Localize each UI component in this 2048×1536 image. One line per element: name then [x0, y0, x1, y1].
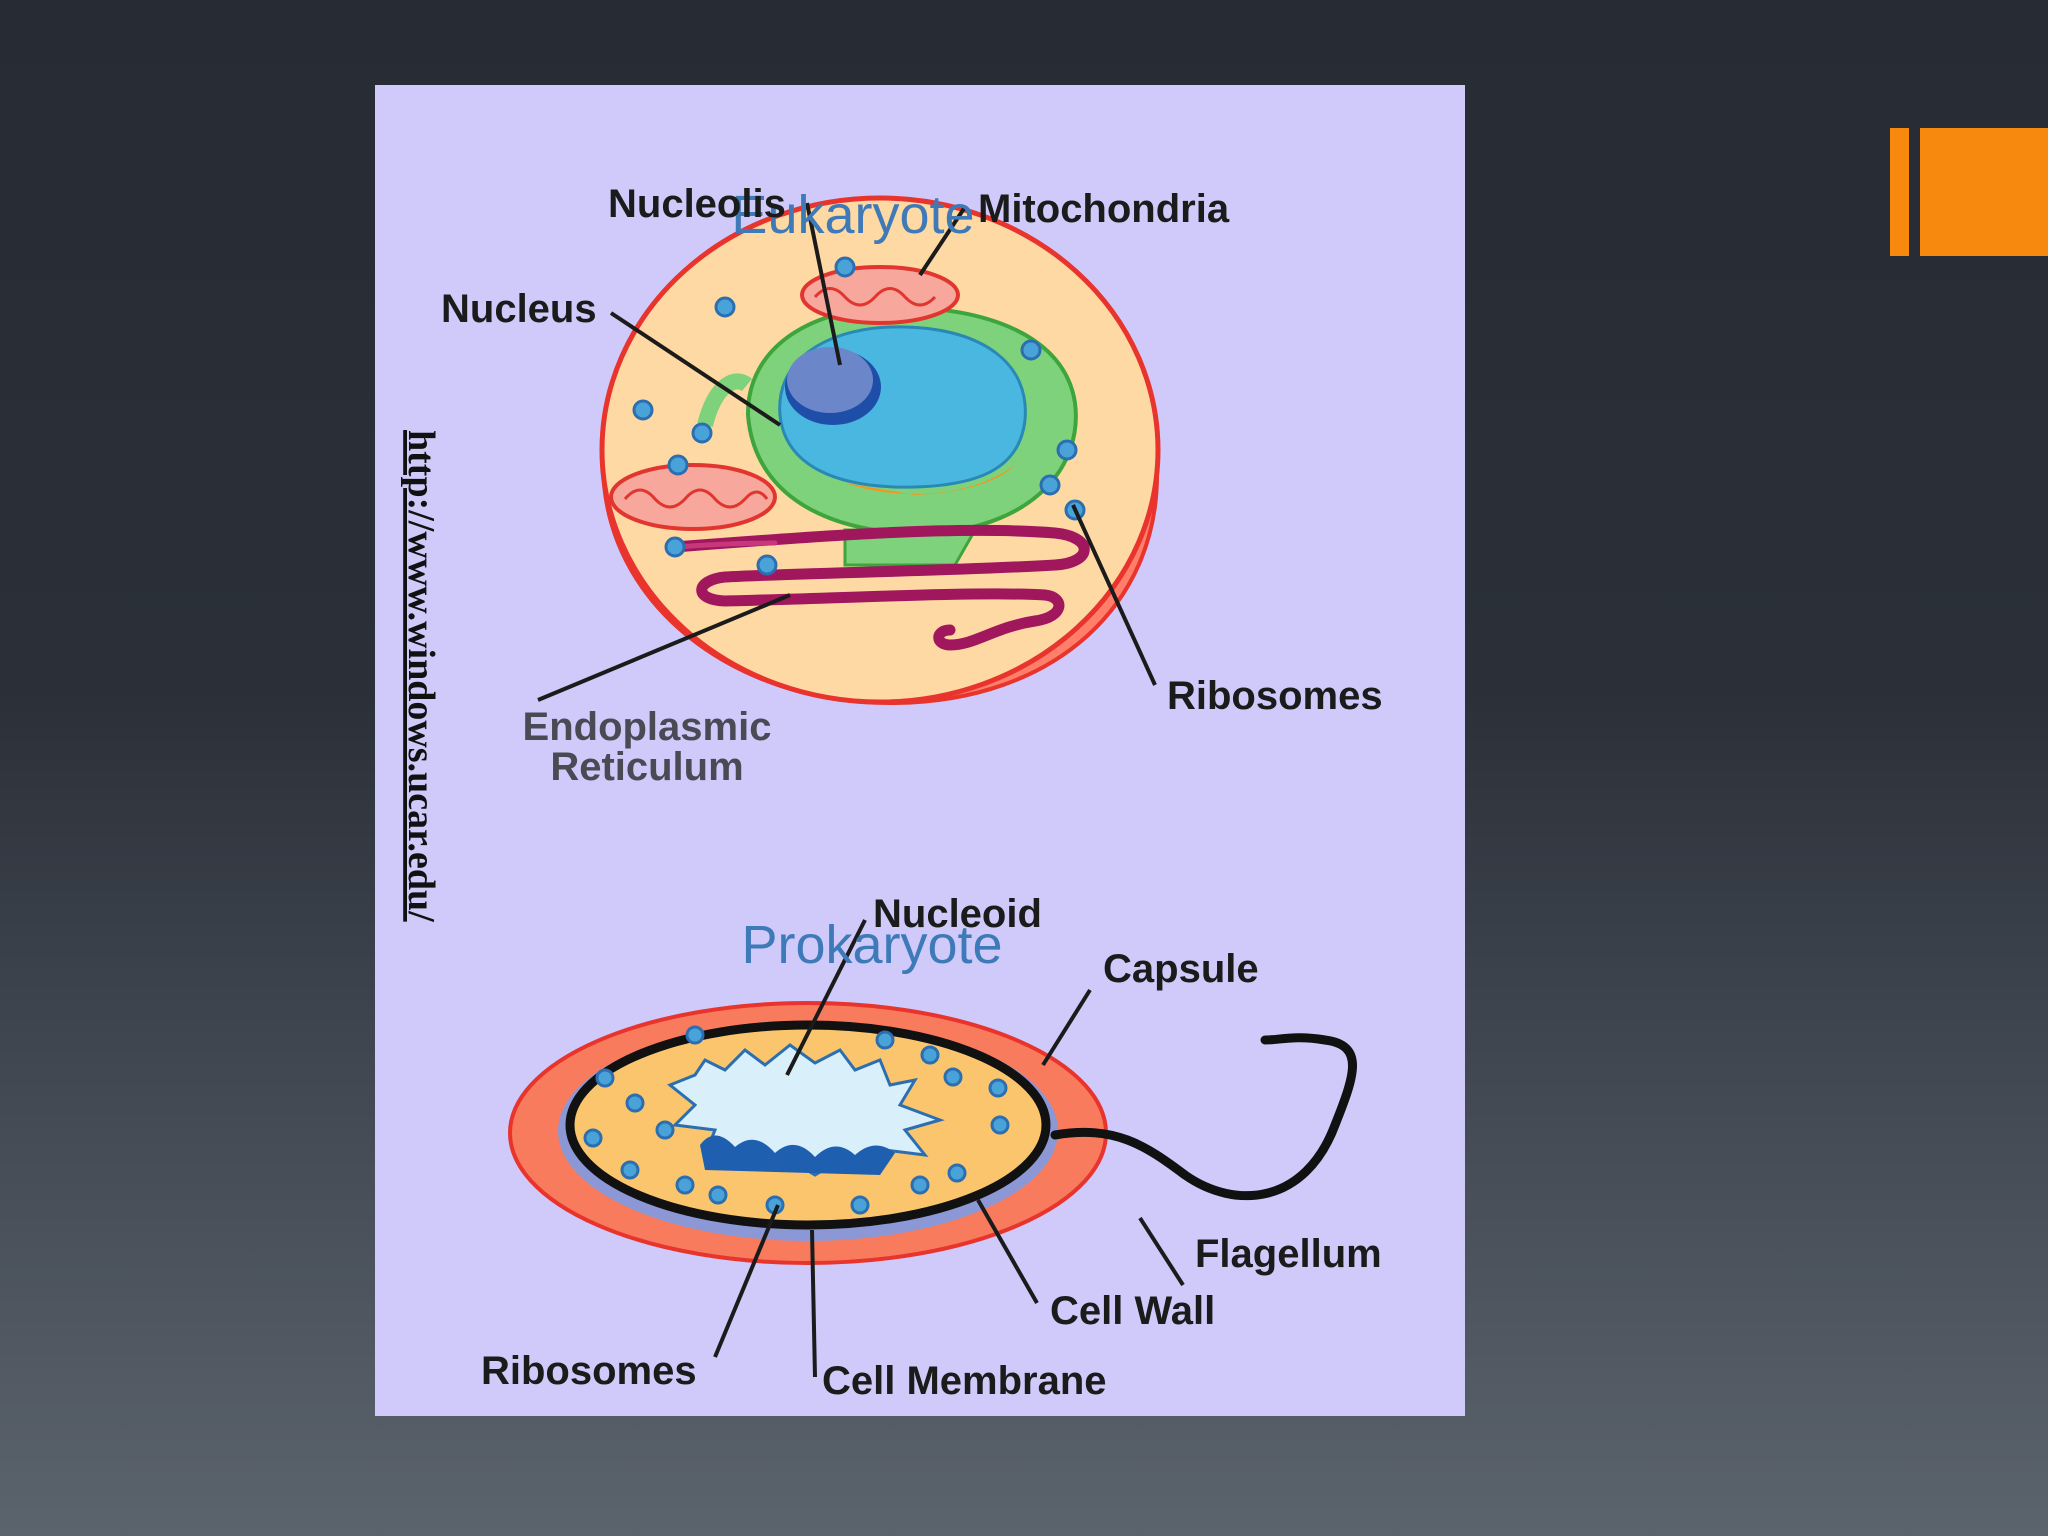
- label-mitochondria: Mitochondria: [978, 187, 1230, 231]
- label-capsule: Capsule: [1103, 947, 1259, 991]
- label-nucleolis: Nucleolis: [608, 182, 786, 226]
- label-cell-wall: Cell Wall: [1050, 1289, 1215, 1333]
- label-ribosomes-eukaryote: Ribosomes: [1167, 674, 1383, 718]
- label-nucleus: Nucleus: [441, 287, 597, 331]
- prokaryote-cell: [508, 1001, 1357, 1265]
- label-nucleoid: Nucleoid: [873, 892, 1042, 936]
- eukaryote-cell: [599, 195, 1161, 706]
- prokaryote-leader-lines: [713, 919, 1185, 1378]
- accent-bar-block: [1920, 128, 2048, 256]
- prokaryote-title: Prokaryote: [741, 915, 1002, 975]
- label-reticulum: Reticulum: [550, 745, 743, 789]
- mitochondrion-left: [609, 463, 777, 531]
- label-ribosomes-prokaryote: Ribosomes: [481, 1349, 697, 1393]
- prokaryote-ribosomes: [583, 1025, 1010, 1215]
- label-flagellum: Flagellum: [1195, 1232, 1382, 1276]
- source-watermark: http://www.windows.ucar.edu/: [400, 430, 442, 922]
- cell-diagram-figure: Eukaryote Prokaryote Nucleolis Mitochond…: [375, 85, 1465, 1416]
- mitochondrion-top: [800, 265, 960, 325]
- accent-bar-thin: [1890, 128, 1909, 256]
- eukaryote-leader-lines: [537, 202, 1157, 702]
- label-endoplasmic: Endoplasmic: [523, 705, 772, 749]
- label-cell-membrane: Cell Membrane: [822, 1359, 1107, 1403]
- eukaryote-title: Eukaryote: [731, 185, 974, 245]
